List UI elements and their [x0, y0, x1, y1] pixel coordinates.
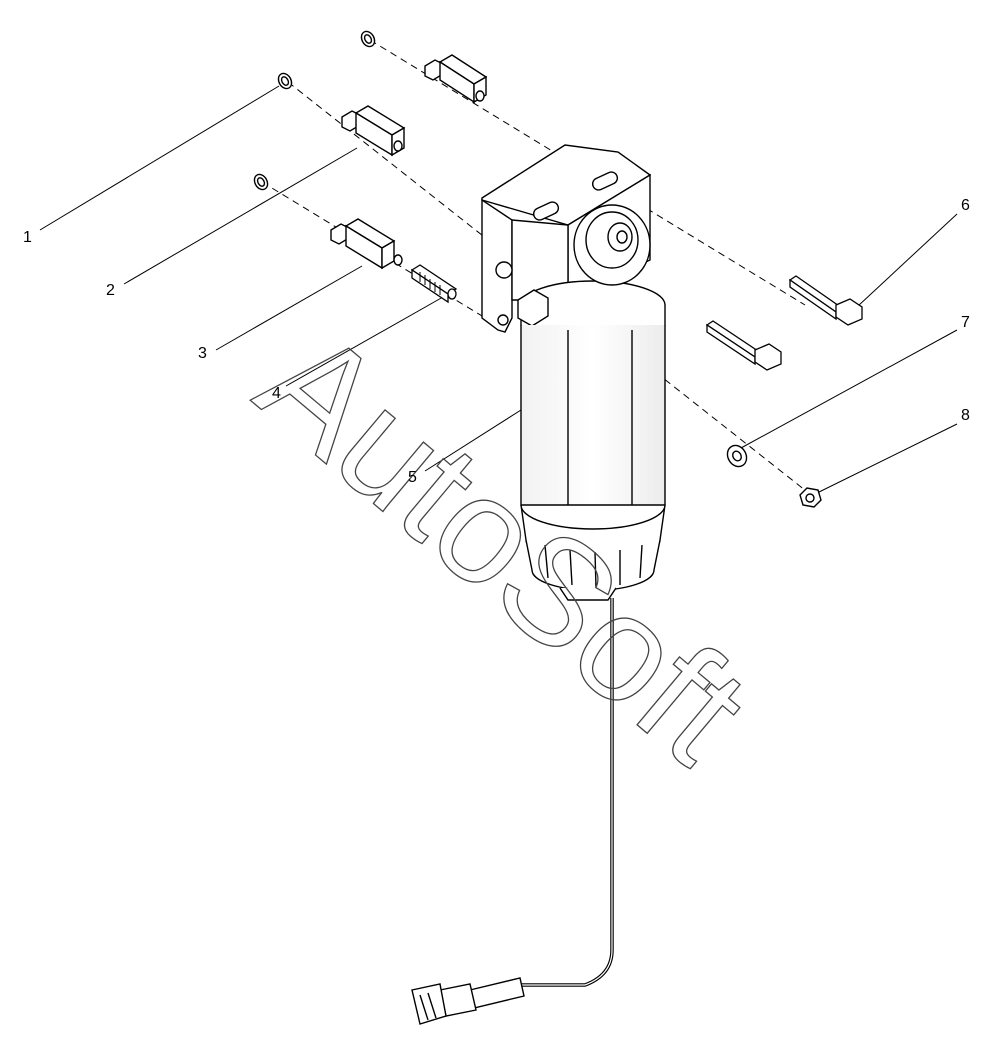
callout-4: 4	[272, 385, 281, 402]
watermark: AutoSoft	[229, 296, 778, 795]
callout-3: 3	[198, 345, 207, 362]
callout-8: 8	[961, 407, 970, 424]
leader-lines	[39, 85, 958, 495]
nut-part	[799, 487, 822, 508]
threaded-stud-part	[410, 264, 458, 304]
callout-labels: 1 2 3 4 5 6 7 8	[23, 197, 970, 486]
hex-adapter-part	[330, 54, 488, 270]
callout-7: 7	[961, 314, 970, 331]
o-ring-part	[253, 30, 376, 191]
washer-part	[726, 444, 748, 468]
bolt-part	[705, 275, 863, 371]
fuel-filter-assembly	[411, 144, 666, 1025]
callout-2: 2	[106, 282, 115, 299]
callout-5: 5	[408, 469, 417, 486]
callout-6: 6	[961, 197, 970, 214]
callout-1: 1	[23, 229, 32, 246]
